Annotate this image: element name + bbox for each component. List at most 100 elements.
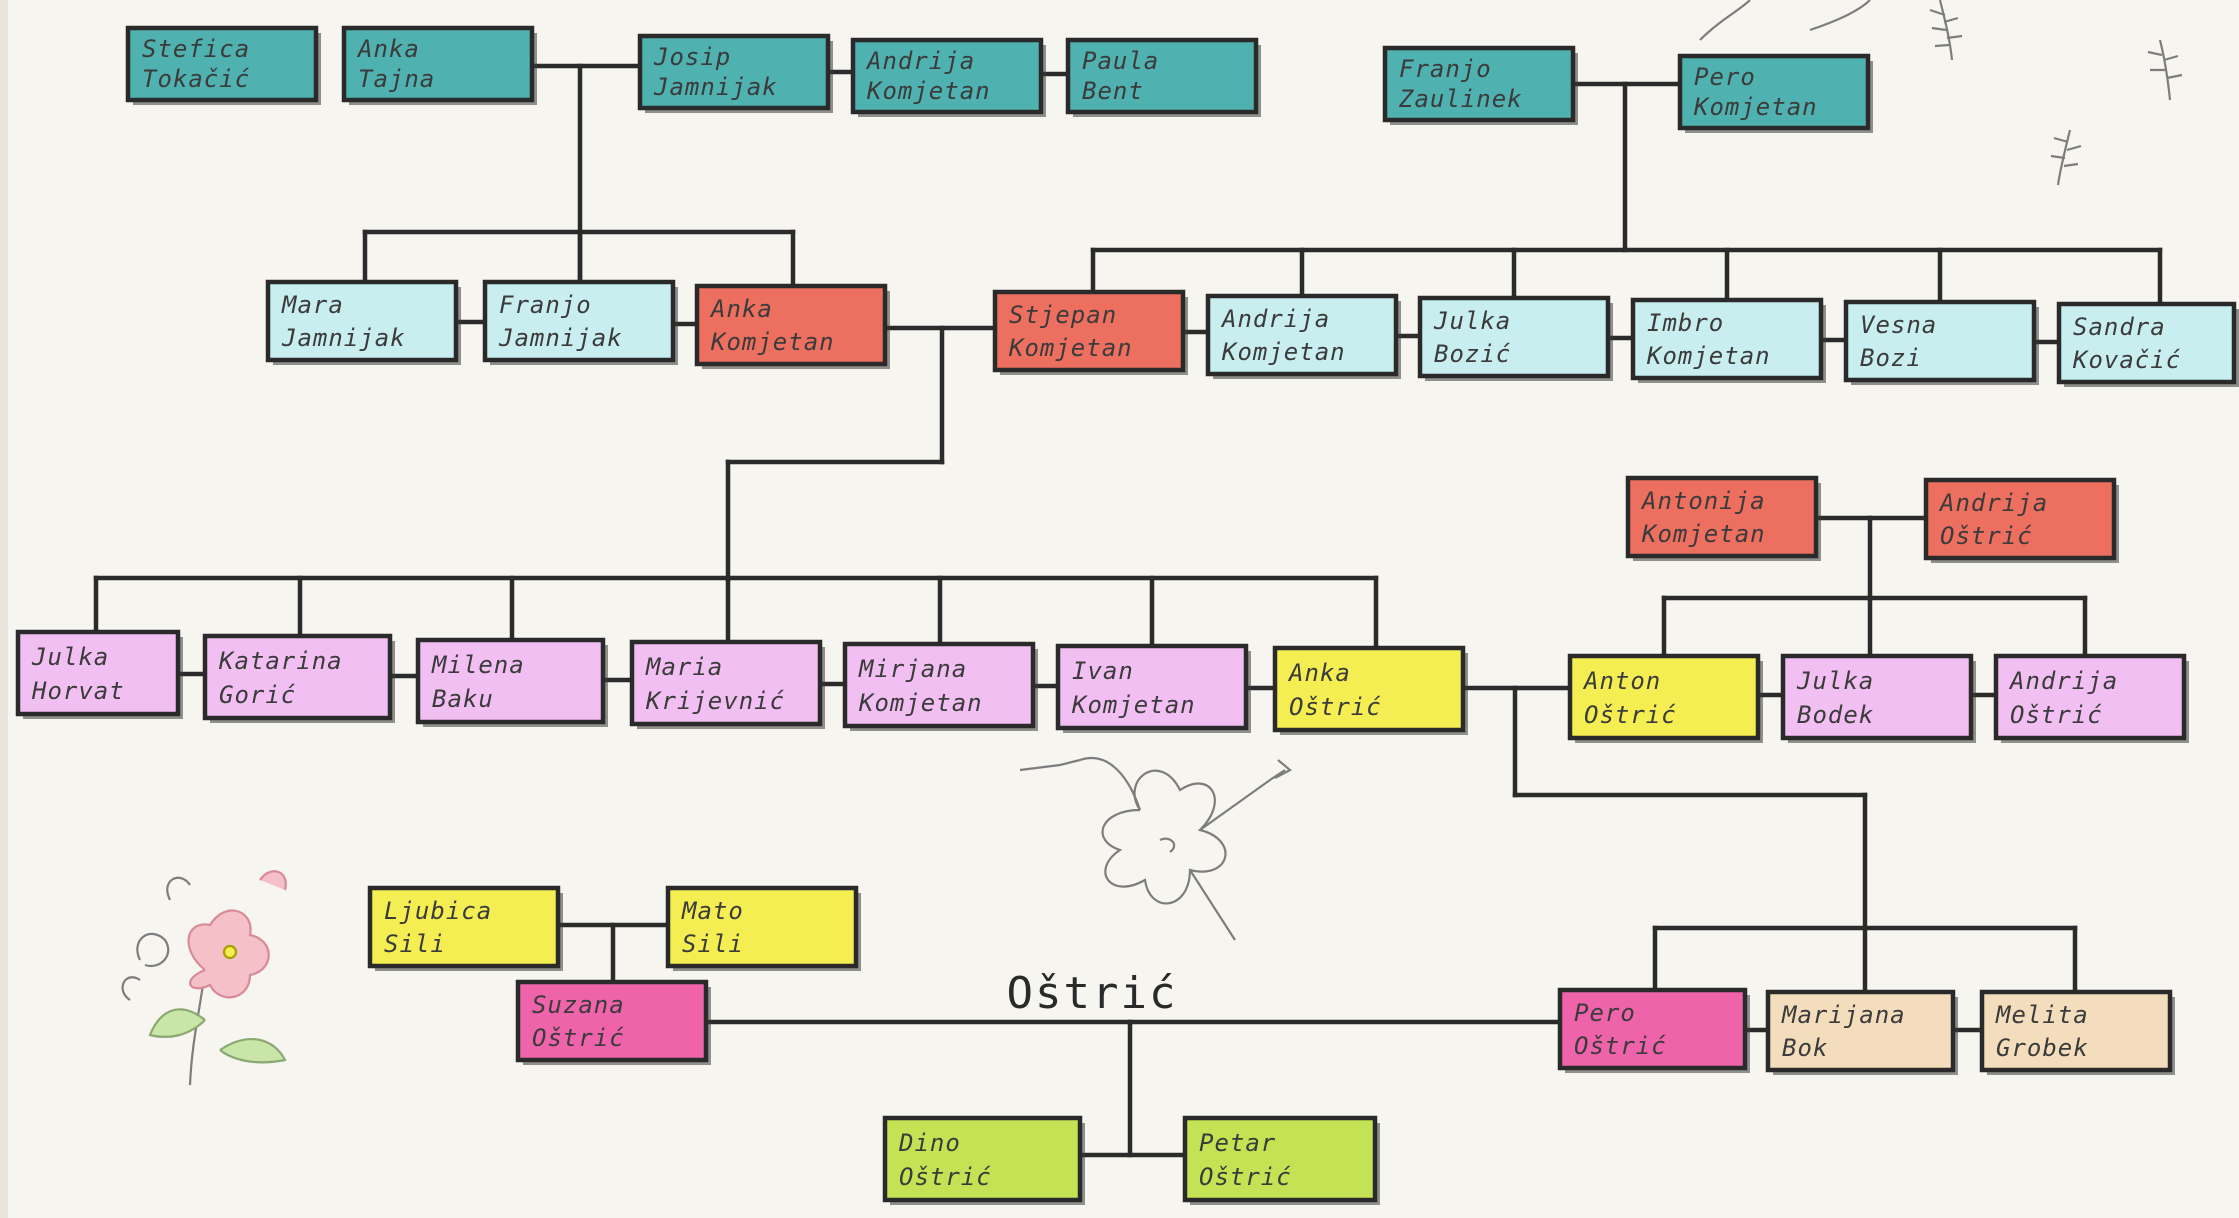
person-first-name: Ljubica <box>384 897 492 925</box>
person-first-name: Mirjana <box>858 655 967 683</box>
person-last-name: Komjetan <box>866 77 991 105</box>
person-first-name: Franjo <box>499 291 592 319</box>
person-box-frame <box>202 633 393 721</box>
person-last-name: Jamnijak <box>498 324 623 352</box>
person-last-name: Krijevnić <box>645 687 785 715</box>
person-first-name: Josip <box>653 43 731 71</box>
person-box-frame <box>882 1115 1083 1203</box>
page-edge <box>0 0 8 1218</box>
connector-lines <box>93 63 2163 1158</box>
person-box-frame <box>2056 301 2237 385</box>
person-box-frame <box>341 25 535 103</box>
person-box-frame <box>1557 987 1748 1071</box>
person-box-frame <box>1065 37 1259 115</box>
person-box-frame <box>482 279 676 363</box>
person-box-frame <box>1625 475 1819 559</box>
person-first-name: Antonija <box>1640 487 1766 515</box>
person-box-frame <box>694 283 888 367</box>
person-first-name: Maria <box>645 653 723 681</box>
person-box-frame <box>842 641 1036 729</box>
person-boxes: SteficaTokačićAnkaTajnaJosipJamnijakAndr… <box>15 25 2239 1205</box>
person-first-name: Andrija <box>2008 667 2118 695</box>
person-last-name: Oštrić <box>1289 693 1382 721</box>
person-box-frame <box>15 629 181 717</box>
person-first-name: Mato <box>681 897 744 925</box>
person-last-name: Komjetan <box>1693 93 1818 121</box>
person-first-name: Stefica <box>142 35 250 63</box>
person-box-frame <box>1677 53 1871 131</box>
person-first-name: Anka <box>356 35 420 63</box>
person-last-name: Bok <box>1782 1034 1828 1062</box>
person-box-frame <box>515 979 709 1063</box>
person-last-name: Bodek <box>1797 701 1874 729</box>
person-box-frame <box>265 279 459 363</box>
person-box-frame <box>629 639 823 727</box>
person-first-name: Anka <box>1287 659 1351 687</box>
person-last-name: Gorić <box>219 681 296 709</box>
person-first-name: Milena <box>431 651 525 679</box>
person-last-name: Sili <box>384 930 446 958</box>
person-box-frame <box>850 37 1044 115</box>
person-box-frame <box>1923 477 2117 561</box>
person-last-name: Oštrić <box>1574 1032 1667 1060</box>
person-first-name: Ivan <box>1072 657 1134 685</box>
person-first-name: Andrija <box>865 47 975 75</box>
person-box-frame <box>1055 643 1249 731</box>
person-box-frame <box>665 885 859 969</box>
person-first-name: Andrija <box>1938 489 2048 517</box>
person-last-name: Oštrić <box>1940 522 2033 550</box>
person-last-name: Tajna <box>358 65 435 93</box>
person-box-frame <box>1780 653 1974 741</box>
person-box-frame <box>1182 1115 1378 1203</box>
person-first-name: Anka <box>709 295 773 323</box>
person-last-name: Oštrić <box>1584 701 1677 729</box>
person-box-frame <box>1765 989 1956 1073</box>
person-last-name: Grobek <box>1996 1034 2089 1062</box>
person-first-name: Suzana <box>532 991 625 1019</box>
person-last-name: Komjetan <box>1646 342 1771 370</box>
person-box-frame <box>1843 299 2037 383</box>
person-first-name: Melita <box>1995 1001 2089 1029</box>
person-last-name: Komjetan <box>1008 334 1133 362</box>
sketch-flower-doodle <box>1020 757 1292 941</box>
person-box-frame <box>637 33 831 111</box>
person-first-name: Mara <box>281 291 344 319</box>
plant-sprig-doodle <box>1699 0 2183 186</box>
person-first-name: Franjo <box>1399 55 1492 83</box>
person-first-name: Vesna <box>1860 311 1937 339</box>
person-last-name: Oštrić <box>899 1163 992 1191</box>
person-last-name: Oštrić <box>2010 701 2103 729</box>
pink-flower-doodle <box>121 870 287 1086</box>
person-last-name: Jamnijak <box>281 324 406 352</box>
person-last-name: Komjetan <box>858 689 983 717</box>
person-last-name: Bozi <box>1860 344 1922 372</box>
person-first-name: Paula <box>1082 47 1159 75</box>
person-box-frame <box>1272 645 1466 733</box>
person-box-frame <box>125 25 319 103</box>
person-box-frame <box>1979 989 2173 1073</box>
person-last-name: Jamnijak <box>653 73 778 101</box>
person-last-name: Kovačić <box>2072 346 2181 374</box>
